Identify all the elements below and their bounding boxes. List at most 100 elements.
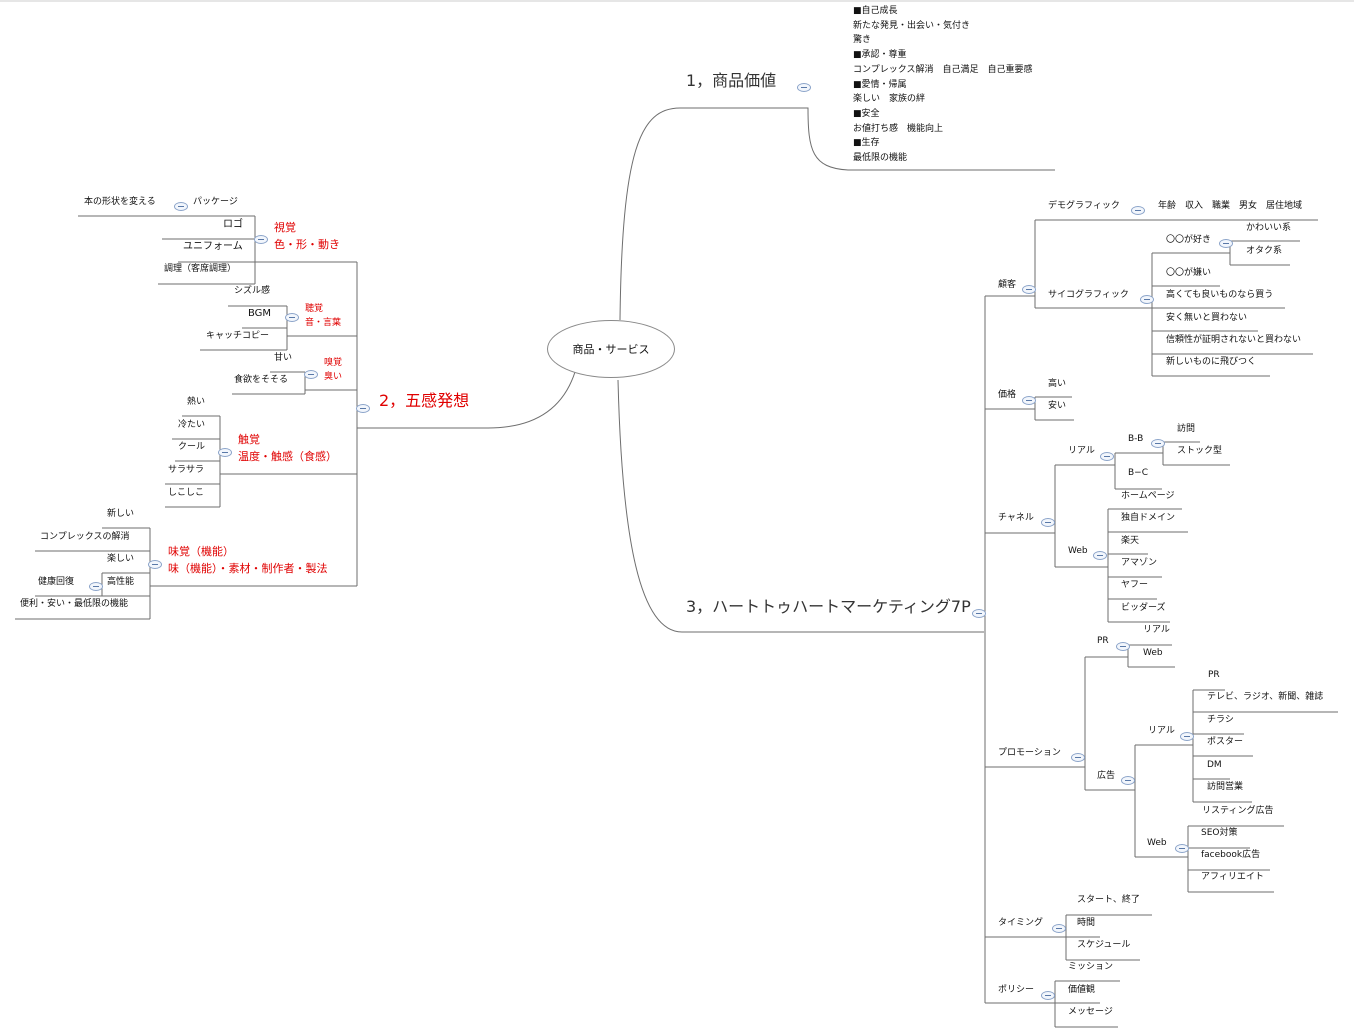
touch-collapse-icon[interactable] [218, 448, 232, 457]
channel-web-label[interactable]: Web [1068, 546, 1088, 556]
ad-real-item[interactable]: 訪問営業 [1207, 782, 1244, 792]
timing-item[interactable]: スケジュール [1077, 940, 1131, 950]
smell-collapse-icon[interactable] [304, 370, 318, 379]
psychographic-item[interactable]: 〇〇が嫌い [1166, 268, 1212, 278]
sight-item[interactable]: ユニフォーム [183, 241, 243, 252]
channel-web-item[interactable]: ホームページ [1121, 491, 1175, 501]
ad-real-item[interactable]: ポスター [1207, 737, 1244, 747]
hearing-item[interactable]: シズル感 [234, 286, 271, 296]
bb-collapse-icon[interactable] [1151, 439, 1165, 448]
timing-label[interactable]: タイミング [998, 918, 1044, 928]
ad-real-collapse-icon[interactable] [1180, 732, 1194, 741]
bc-label[interactable]: B−C [1128, 468, 1148, 478]
branch2-collapse-icon[interactable] [356, 404, 370, 413]
hearing-collapse-icon[interactable] [285, 313, 299, 322]
promotion-pr-item[interactable]: Web [1143, 648, 1163, 658]
psychographic-item[interactable]: 高くても良いものなら買う [1166, 290, 1274, 300]
promotion-pr-collapse-icon[interactable] [1116, 642, 1130, 651]
ad-real-label[interactable]: リアル [1148, 726, 1175, 736]
hearing-item[interactable]: BGM [248, 308, 272, 319]
branch3-collapse-icon[interactable] [972, 609, 986, 618]
taste-label[interactable]: 味覚（機能）味（機能）・素材・制作者・製法 [168, 545, 328, 575]
psychographic-label[interactable]: サイコグラフィック [1048, 290, 1129, 300]
price-item[interactable]: 安い [1048, 401, 1067, 411]
channel-web-item[interactable]: アマゾン [1121, 558, 1158, 568]
central-topic[interactable]: 商品・サービス [547, 320, 675, 378]
sight-item[interactable]: 調理（客席調理） [164, 264, 237, 274]
high-performance-collapse-icon[interactable] [89, 582, 103, 591]
taste-collapse-icon[interactable] [148, 560, 162, 569]
sight-label[interactable]: 視覚色・形・動き [274, 221, 340, 251]
promotion-label[interactable]: プロモーション [998, 748, 1061, 758]
policy-item[interactable]: ミッション [1068, 962, 1114, 972]
customer-label[interactable]: 顧客 [998, 280, 1017, 290]
branch1-collapse-icon[interactable] [797, 83, 811, 92]
demographic-label[interactable]: デモグラフィック [1048, 201, 1120, 211]
package-collapse-icon[interactable] [174, 202, 188, 211]
taste-item[interactable]: 便利・安い・最低限の機能 [20, 599, 129, 609]
taste-item[interactable]: 新しい [107, 509, 135, 519]
psychographic-item[interactable]: 新しいものに飛びつく [1166, 357, 1257, 367]
touch-item[interactable]: 冷たい [178, 420, 206, 430]
promotion-pr-label[interactable]: PR [1097, 636, 1109, 646]
touch-item[interactable]: 熱い [187, 397, 206, 407]
branch3-title[interactable]: 3，ハートトゥハートマーケティング7P [686, 597, 971, 616]
touch-item[interactable]: しこしこ [168, 488, 205, 498]
smell-item[interactable]: 甘い [274, 353, 293, 363]
likes-label[interactable]: 〇〇が好き [1166, 235, 1212, 245]
demographic-collapse-icon[interactable] [1131, 206, 1145, 215]
psychographic-item[interactable]: 信頼性が証明されないと買わない [1166, 335, 1302, 345]
bb-item[interactable]: ストック型 [1177, 446, 1223, 456]
channel-label[interactable]: チャネル [998, 513, 1034, 523]
demographic-value[interactable]: 年齢 収入 職業 男女 居住地域 [1158, 201, 1303, 211]
channel-web-item[interactable]: ヤフー [1121, 580, 1149, 590]
likes-item[interactable]: かわいい系 [1246, 223, 1292, 233]
ad-web-item[interactable]: リスティング広告 [1202, 806, 1274, 816]
promotion-collapse-icon[interactable] [1071, 753, 1085, 762]
branch2-title[interactable]: 2，五感発想 [379, 391, 470, 410]
touch-item[interactable]: サラサラ [168, 465, 205, 475]
timing-item[interactable]: スタート、終了 [1077, 895, 1140, 905]
price-collapse-icon[interactable] [1022, 396, 1036, 405]
ad-web-collapse-icon[interactable] [1175, 844, 1189, 853]
policy-item[interactable]: 価値観 [1068, 985, 1096, 995]
ad-web-item[interactable]: facebook広告 [1201, 850, 1261, 860]
channel-web-item[interactable]: 楽天 [1121, 536, 1140, 546]
ad-web-label[interactable]: Web [1147, 838, 1167, 848]
price-item[interactable]: 高い [1048, 379, 1067, 389]
bb-label[interactable]: B-B [1128, 434, 1144, 444]
promotion-pr-item[interactable]: リアル [1143, 625, 1170, 635]
price-label[interactable]: 価格 [998, 390, 1017, 400]
taste-subitem[interactable]: 健康回復 [38, 577, 75, 587]
hearing-label[interactable]: 聴覚音・言葉 [305, 304, 342, 328]
smell-item[interactable]: 食欲をそそる [234, 375, 289, 385]
likes-item[interactable]: オタク系 [1246, 246, 1283, 256]
policy-item[interactable]: メッセージ [1068, 1007, 1113, 1017]
policy-collapse-icon[interactable] [1041, 991, 1055, 1000]
taste-item[interactable]: 高性能 [107, 577, 135, 587]
channel-real-label[interactable]: リアル [1068, 446, 1095, 456]
channel-web-item[interactable]: ビッダーズ [1121, 603, 1166, 613]
taste-item[interactable]: コンプレックスの解消 [40, 532, 130, 542]
sight-collapse-icon[interactable] [254, 235, 268, 244]
likes-collapse-icon[interactable] [1219, 239, 1233, 248]
timing-collapse-icon[interactable] [1052, 924, 1066, 933]
channel-real-collapse-icon[interactable] [1100, 452, 1114, 461]
ad-collapse-icon[interactable] [1121, 776, 1135, 785]
bb-item[interactable]: 訪問 [1177, 424, 1196, 434]
ad-web-item[interactable]: SEO対策 [1201, 828, 1238, 838]
sight-item[interactable]: パッケージ [193, 197, 238, 207]
ad-real-item[interactable]: チラシ [1207, 715, 1234, 725]
touch-item[interactable]: クール [178, 442, 206, 452]
sight-subitem[interactable]: 本の形状を変える [84, 197, 156, 207]
channel-web-item[interactable]: 独自ドメイン [1121, 513, 1176, 523]
hearing-item[interactable]: キャッチコピー [206, 331, 270, 341]
touch-label[interactable]: 触覚温度・触感（食感） [238, 433, 337, 463]
sight-item[interactable]: ロゴ [223, 219, 243, 230]
ad-real-item[interactable]: PR [1208, 670, 1220, 680]
channel-collapse-icon[interactable] [1041, 518, 1055, 527]
policy-label[interactable]: ポリシー [998, 985, 1035, 995]
branch1-title[interactable]: 1，商品価値 [686, 71, 777, 90]
smell-label[interactable]: 嗅覚臭い [324, 358, 343, 382]
psychographic-item[interactable]: 安く無いと買わない [1166, 313, 1248, 323]
